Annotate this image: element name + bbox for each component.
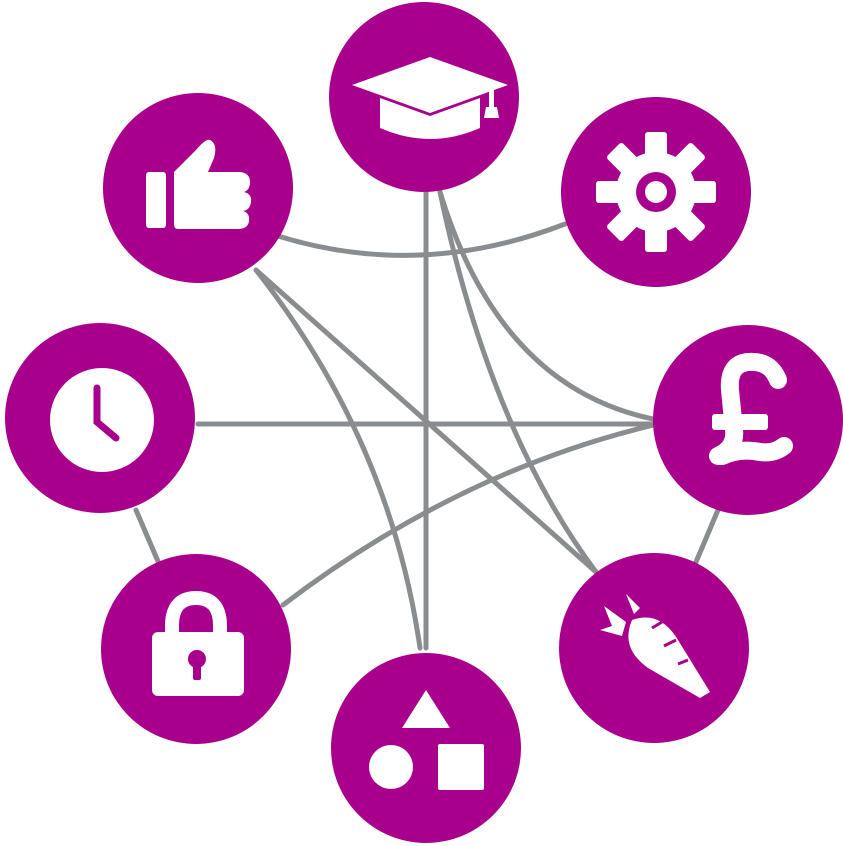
clock-icon [50, 368, 154, 472]
nodes [5, 2, 843, 843]
node-shapes[interactable] [331, 653, 521, 843]
node-food[interactable] [559, 553, 749, 743]
node-settings[interactable] [561, 97, 751, 287]
connector-education-finance [437, 189, 661, 423]
padlock-icon [152, 590, 244, 696]
connector-security-finance [280, 421, 661, 608]
connector-time-security [133, 507, 163, 569]
connector-approval-shapes [253, 267, 423, 651]
node-finance[interactable] [653, 325, 843, 515]
shapes-icon [369, 690, 484, 790]
node-security[interactable] [101, 554, 291, 744]
connectors [133, 189, 721, 651]
connector-education-food [437, 189, 599, 575]
thumbs-up-icon [146, 139, 252, 229]
connector-approval-settings [275, 221, 568, 258]
carrot-icon [600, 594, 710, 698]
connector-finance-food [693, 507, 721, 565]
node-education[interactable] [329, 2, 519, 192]
node-time[interactable] [5, 323, 195, 513]
gear-icon [596, 132, 716, 252]
graduation-cap-icon [352, 57, 508, 139]
pound-sign-icon [709, 352, 793, 465]
node-approval[interactable] [103, 93, 293, 283]
